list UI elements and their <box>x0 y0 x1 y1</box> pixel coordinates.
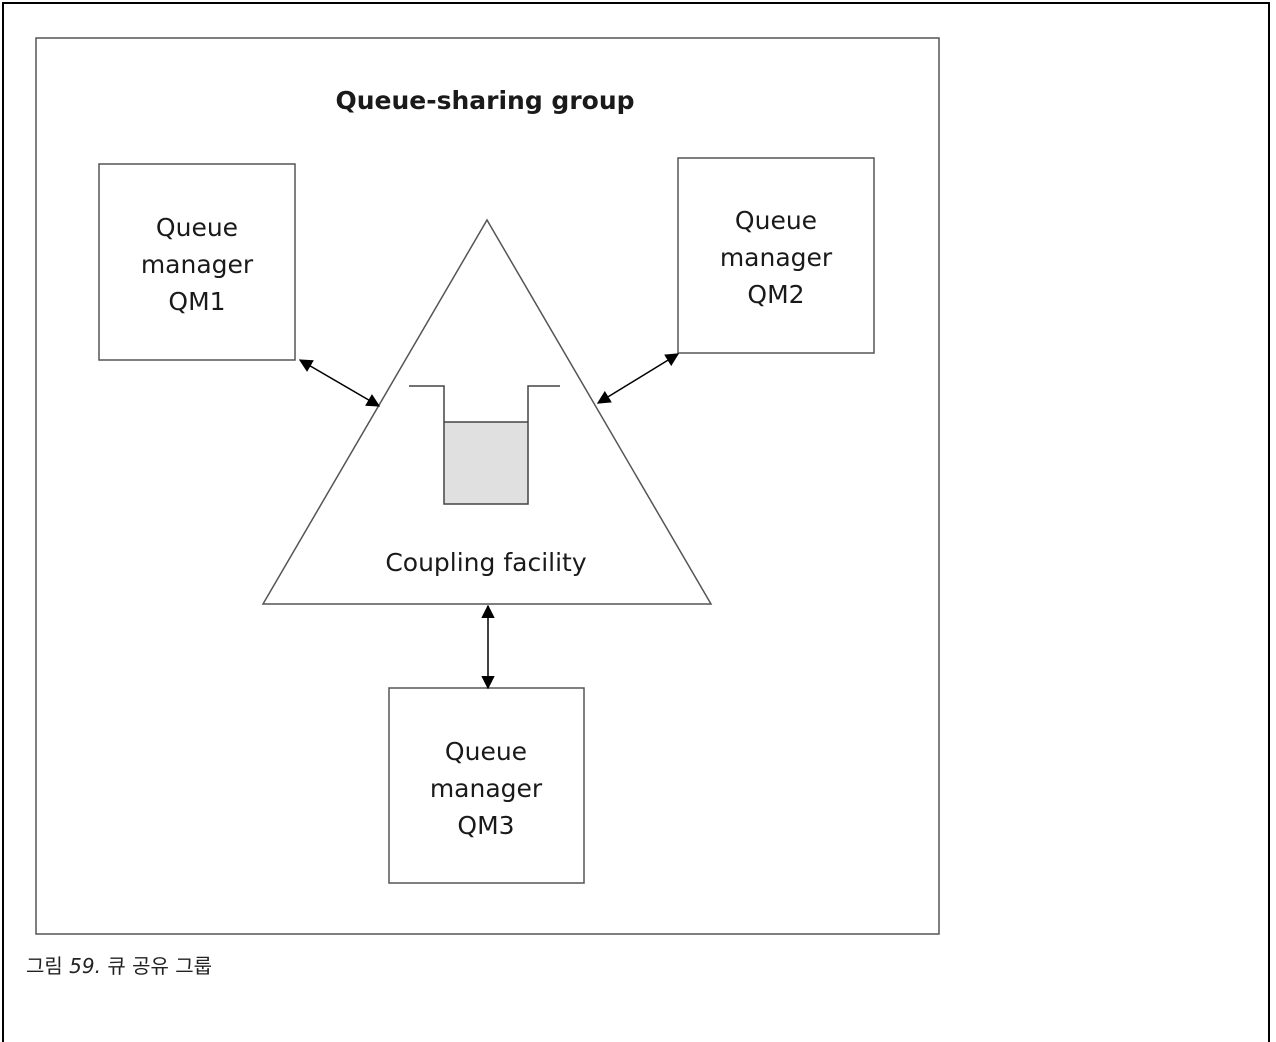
caption-number: 59. <box>69 954 101 978</box>
queue-manager-qm3: Queue manager QM3 <box>388 687 585 884</box>
connector-qm1-facility <box>298 359 381 407</box>
coupling-facility-triangle <box>261 218 713 605</box>
qm2-label-line2: manager <box>720 243 833 272</box>
queue-manager-qm1: Queue manager QM1 <box>98 163 296 361</box>
qm1-label-line3: QM1 <box>168 287 225 316</box>
qm2-label-line1: Queue <box>735 206 817 235</box>
coupling-facility: Coupling facility <box>261 218 713 605</box>
queue-manager-qm2: Queue manager QM2 <box>677 157 875 354</box>
caption-prefix: 그림 <box>26 954 63 978</box>
caption-text: 큐 공유 그룹 <box>107 954 213 978</box>
qm1-label-line2: manager <box>141 250 254 279</box>
connector-qm2-facility <box>596 353 680 404</box>
figure-caption: 그림 59. 큐 공유 그룹 <box>26 950 212 979</box>
qm2-label-line3: QM2 <box>747 280 804 309</box>
coupling-facility-label: Coupling facility <box>385 548 587 577</box>
qm1-label-line1: Queue <box>156 213 238 242</box>
qm3-label-line3: QM3 <box>457 811 514 840</box>
qm3-label-line1: Queue <box>445 737 527 766</box>
group-title: Queue-sharing group <box>335 86 634 115</box>
queue-container-icon <box>409 385 560 505</box>
qm3-label-line2: manager <box>430 774 543 803</box>
